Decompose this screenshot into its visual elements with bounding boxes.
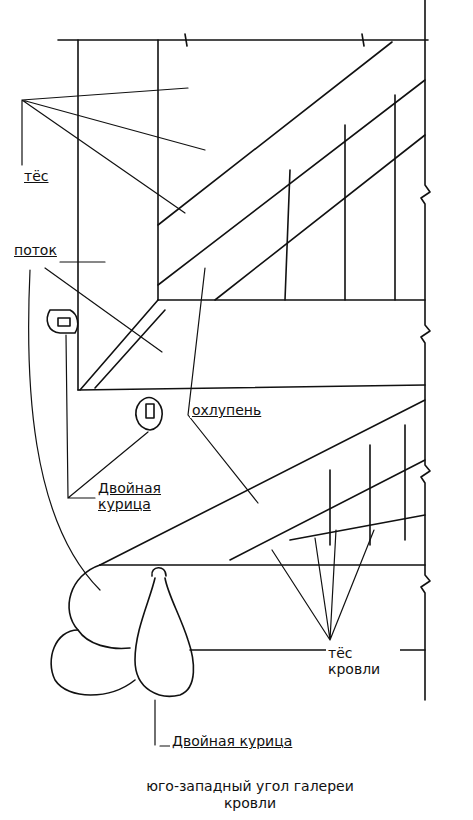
ridge-log-end — [95, 310, 165, 388]
leader-line — [29, 270, 100, 590]
top-edge — [58, 39, 428, 41]
ridge-log — [78, 385, 425, 390]
kurica-body — [51, 630, 135, 695]
plank — [330, 425, 405, 545]
kurica-body — [135, 578, 193, 696]
part-label: поток — [12, 242, 59, 258]
ridge-log-end — [80, 300, 158, 390]
small-kurica — [136, 398, 162, 431]
leader-line — [45, 262, 162, 352]
eave-board — [100, 564, 425, 566]
small-kurica — [58, 318, 70, 326]
leader-line — [272, 530, 374, 640]
leader-line — [22, 88, 205, 213]
break-line — [421, 0, 430, 700]
part-label: охлупень — [190, 402, 263, 418]
kurica-tip — [152, 568, 166, 576]
caption: юго-западный угол галереи кровли — [120, 778, 380, 812]
part-label: тёс — [22, 168, 50, 184]
leader-line — [155, 700, 170, 746]
small-kurica — [146, 404, 154, 418]
post — [157, 40, 159, 300]
kurica-head — [69, 565, 130, 648]
leader-line — [66, 335, 148, 498]
ridge-board — [215, 135, 425, 300]
part-label: Двойная курица — [170, 733, 294, 749]
part-label: тёс кровли — [326, 645, 400, 677]
tick — [185, 34, 364, 46]
lower-board — [230, 460, 425, 560]
small-kurica — [47, 310, 77, 333]
leader-line — [188, 268, 258, 503]
ridge-board — [158, 42, 392, 225]
part-label: Двойная курица — [96, 480, 190, 512]
post — [77, 40, 79, 390]
plank — [285, 95, 395, 300]
ridge-board — [158, 80, 425, 285]
ridge-log — [158, 299, 425, 301]
